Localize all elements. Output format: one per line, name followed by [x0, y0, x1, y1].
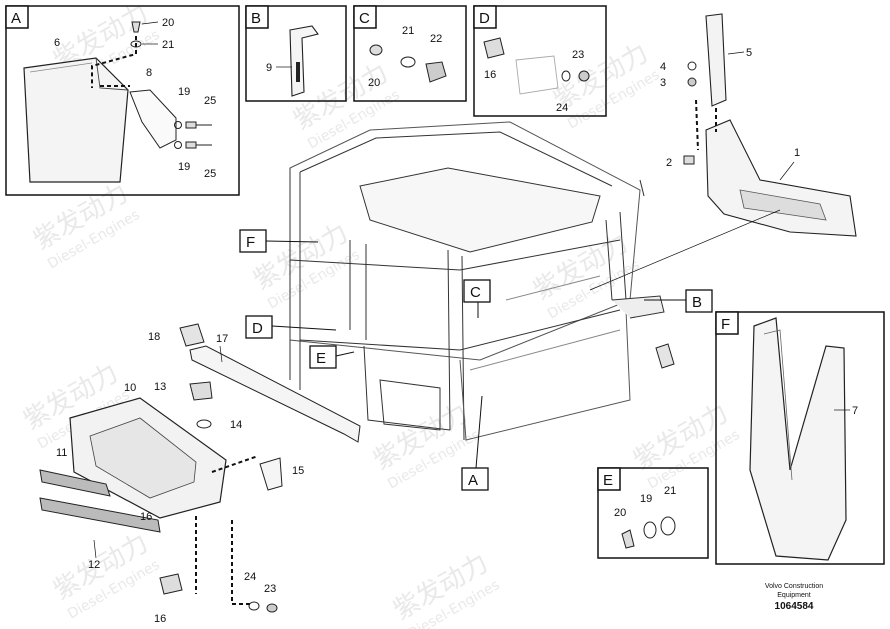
panel-b: B 9 — [245, 5, 347, 102]
part-label-2: 2 — [666, 157, 672, 169]
panel-d-tag: D — [479, 10, 490, 27]
part-label-12: 12 — [88, 559, 100, 571]
washer-part — [196, 419, 212, 429]
bushing-part — [159, 573, 183, 595]
part-label-10: 10 — [124, 382, 136, 394]
callout-d: D — [252, 320, 263, 337]
pillar-trim-part — [749, 317, 847, 561]
panel-a-tag: A — [11, 10, 21, 27]
part-label-3: 3 — [660, 77, 666, 89]
panel-a: A 6 20 21 8 19 25 19 25 — [5, 5, 240, 196]
part-label-8: 8 — [146, 67, 152, 79]
part-label-25: 25 — [204, 168, 216, 180]
nut-part — [425, 61, 447, 83]
panel-c: C 20 21 22 — [353, 5, 467, 102]
callouts: F C B D E A — [239, 229, 713, 491]
part-label-18: 18 — [148, 331, 160, 343]
part-label-21: 21 — [162, 39, 174, 51]
part-label-6: 6 — [54, 37, 60, 49]
callout-a: A — [468, 472, 478, 489]
part-label-1: 1 — [794, 147, 800, 159]
part-label-11: 11 — [56, 447, 67, 459]
part-label-7: 7 — [852, 405, 858, 417]
knob-part — [189, 381, 213, 401]
strip-part — [39, 469, 111, 497]
callout-e: E — [316, 350, 326, 367]
screw-part — [621, 529, 635, 549]
document-caption: Volvo Construction Equipment 1064584 — [734, 582, 854, 614]
part-label-9: 9 — [266, 62, 272, 74]
bracket-part — [259, 457, 283, 491]
panel-e-tag: E — [603, 472, 613, 489]
nut-part — [266, 603, 278, 613]
washer-part — [248, 601, 260, 611]
bar-part — [189, 345, 361, 443]
part-label-16: 16 — [140, 511, 152, 523]
washer-part — [561, 70, 571, 82]
cab-frame — [289, 121, 665, 441]
callout-c: C — [470, 284, 481, 301]
part-label-19: 19 — [178, 161, 190, 173]
panel-c-tag: C — [359, 10, 370, 27]
washer-part — [643, 521, 657, 539]
pillar-cover-part — [705, 13, 727, 107]
part-label-21: 21 — [402, 25, 414, 37]
part-label-15: 15 — [292, 465, 304, 477]
part-label-17: 17 — [216, 333, 228, 345]
front-panel-assembly: 18 17 13 10 14 11 15 16 12 24 23 16 — [39, 323, 675, 625]
bushing-part — [483, 37, 505, 59]
part-label-19: 19 — [640, 493, 652, 505]
pillar-assembly: 5 4 3 2 1 — [589, 13, 857, 291]
part-label-14: 14 — [230, 419, 242, 431]
panel-f: F 7 — [715, 311, 885, 565]
screw-part — [369, 44, 383, 56]
part-label-19: 19 — [178, 86, 190, 98]
part-label-13: 13 — [154, 381, 166, 393]
callout-b: B — [692, 294, 702, 311]
strip-part — [39, 497, 161, 533]
side-panel-part — [23, 57, 129, 183]
panel-e: E 20 19 21 — [597, 467, 709, 559]
washer-part — [400, 56, 416, 68]
panel-d: D 16 23 24 — [473, 5, 607, 117]
part-label-25: 25 — [204, 95, 216, 107]
part-label-21: 21 — [664, 485, 676, 497]
cab-trim-part — [705, 119, 857, 237]
nut-part — [578, 70, 590, 82]
callout-f: F — [246, 234, 255, 251]
caption-company: Volvo Construction — [764, 583, 824, 590]
bracket-part — [289, 25, 319, 97]
caption-company-sub: Equipment — [777, 592, 811, 599]
part-label-24: 24 — [556, 102, 568, 114]
cylinder-part — [179, 323, 205, 347]
part-label-16: 16 — [154, 613, 166, 625]
part-label-5: 5 — [746, 47, 752, 59]
part-label-20: 20 — [614, 507, 626, 519]
washer-part — [660, 516, 676, 536]
caption-number: 1064584 — [774, 601, 814, 612]
part-label-4: 4 — [660, 61, 666, 73]
part-label-20: 20 — [368, 77, 380, 89]
part-label-22: 22 — [430, 33, 442, 45]
screw-parts — [174, 121, 212, 149]
panel-b-tag: B — [251, 10, 261, 27]
rod-part — [655, 343, 675, 369]
part-label-24: 24 — [244, 571, 256, 583]
part-label-23: 23 — [572, 49, 584, 61]
panel-f-tag: F — [721, 316, 730, 333]
part-label-20: 20 — [162, 17, 174, 29]
part-label-23: 23 — [264, 583, 276, 595]
part-label-16: 16 — [484, 69, 496, 81]
